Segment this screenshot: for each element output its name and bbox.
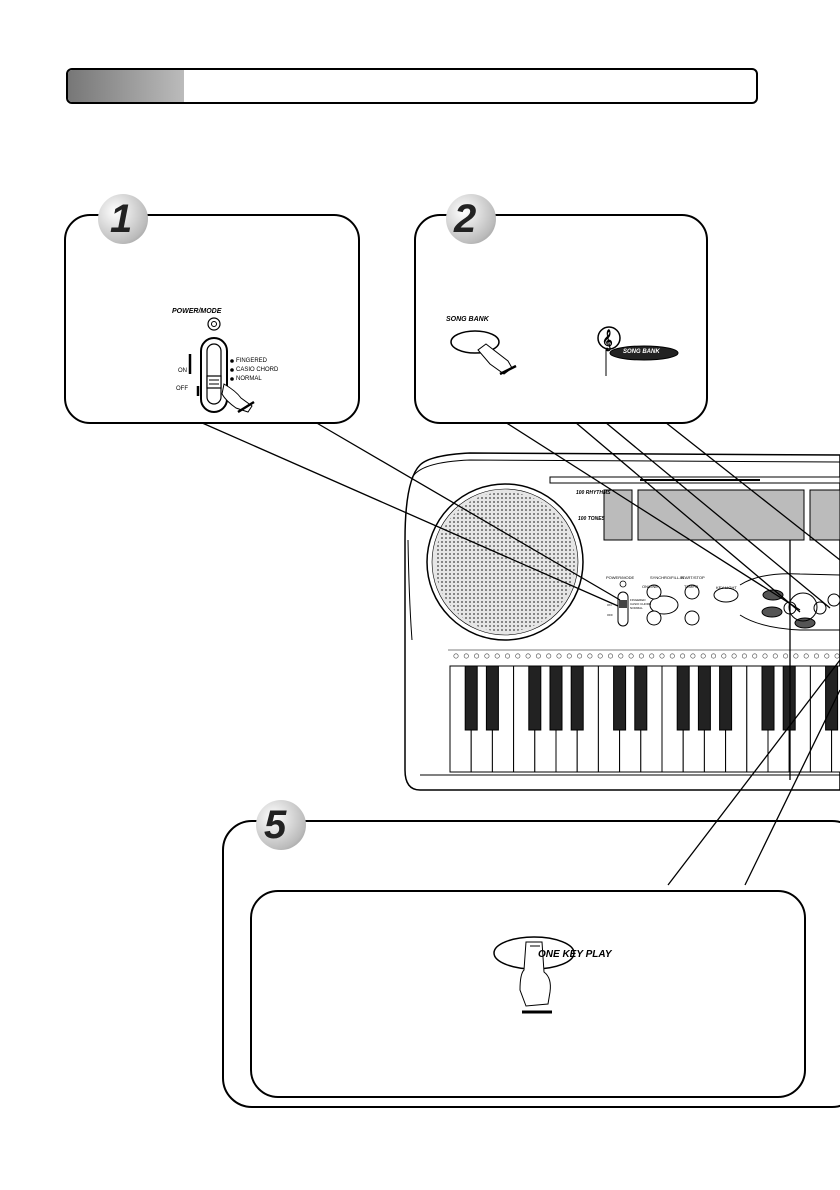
power-switch-diagram	[188, 317, 255, 414]
step-5-number: 5	[264, 803, 287, 847]
tone-icon	[525, 653, 531, 659]
tone-icon	[494, 653, 500, 659]
kbd-mode-casio: CASIO CHORD	[630, 602, 652, 606]
tone-icon	[824, 653, 830, 659]
control-buttons	[646, 573, 840, 631]
tone-icon	[731, 653, 737, 659]
tone-icon	[710, 653, 716, 659]
black-key	[761, 665, 775, 731]
tone-icon	[793, 653, 799, 659]
black-key	[634, 665, 648, 731]
svg-text:𝄞: 𝄞	[602, 330, 613, 352]
step-1-badge	[98, 194, 148, 244]
tone-icon	[504, 653, 510, 659]
black-key	[485, 665, 499, 731]
tone-icon	[783, 653, 789, 659]
black-key	[782, 665, 796, 731]
section-header-bar	[66, 68, 758, 104]
tone-icon	[566, 653, 572, 659]
black-key	[528, 665, 542, 731]
mode-normal: NORMAL	[236, 376, 262, 382]
kbd-power-mode-label: POWER/MODE	[606, 575, 635, 580]
step-1-number: 1	[110, 197, 133, 241]
tone-icon	[587, 653, 593, 659]
black-key	[676, 665, 690, 731]
tone-icon	[628, 653, 634, 659]
song-bank-button-label: SONG BANK	[446, 316, 489, 323]
tone-icon	[669, 653, 675, 659]
song-bank-indicator-label: SONG BANK	[623, 349, 660, 355]
black-key	[464, 665, 478, 731]
power-mode-title: POWER/MODE	[172, 308, 222, 315]
tone-icon	[803, 653, 809, 659]
tone-icon	[659, 653, 665, 659]
speaker-grille	[426, 483, 584, 641]
tone-icon	[463, 653, 469, 659]
tone-icon	[556, 653, 562, 659]
tone-icon	[721, 653, 727, 659]
tone-icon	[772, 653, 778, 659]
kbd-mode-normal: NORMAL	[630, 606, 643, 610]
tone-icon	[752, 653, 758, 659]
step-2-badge	[446, 194, 496, 244]
black-key	[613, 665, 627, 731]
kbd-key-light-label: KEY LIGHT	[716, 585, 737, 590]
tone-icon	[762, 653, 768, 659]
tone-icon	[700, 653, 706, 659]
step-1-panel: POWER/MODE ON OFF FINGERED CASIO CHORD N…	[64, 214, 360, 424]
kbd-mode-fingered: FINGERED	[630, 598, 646, 602]
tone-icon	[690, 653, 696, 659]
step-2-number: 2	[454, 197, 477, 241]
tone-icon	[741, 653, 747, 659]
on-label: ON	[178, 368, 187, 374]
kbd-online-label: ON/LINE	[642, 584, 659, 589]
mode-casio-chord: CASIO CHORD	[236, 367, 279, 373]
kbd-switch-on: ON	[607, 603, 612, 607]
tone-icon	[618, 653, 624, 659]
kbd-tempo-label: TEMPO	[684, 584, 699, 589]
one-key-play-label: ONE KEY PLAY	[538, 949, 612, 960]
tone-icon	[680, 653, 686, 659]
tone-icon	[607, 653, 613, 659]
tone-icon-strip	[448, 649, 840, 659]
tones-label: 100 TONES	[578, 516, 605, 522]
black-key	[719, 665, 733, 731]
tone-icon	[474, 653, 480, 659]
tone-icon	[453, 653, 459, 659]
tone-icon	[834, 653, 840, 659]
one-key-play-diagram	[493, 936, 575, 1014]
one-key-play-panel: ONE KEY PLAY	[250, 890, 806, 1098]
tone-icon	[577, 653, 583, 659]
kbd-start-stop-label: START/STOP	[680, 575, 705, 580]
off-label: OFF	[176, 386, 188, 392]
tone-icon	[484, 653, 490, 659]
tone-icon	[638, 653, 644, 659]
rhythms-label: 100 RHYTHMS	[576, 490, 611, 496]
kbd-synchro-label: SYNCHRO/FILL-IN	[650, 575, 685, 580]
step-5-panel	[222, 820, 840, 1108]
keyboard-power-switch	[617, 580, 629, 627]
black-key	[549, 665, 563, 731]
tone-icon	[813, 653, 819, 659]
tone-icon	[649, 653, 655, 659]
song-bank-diagram: 𝄞	[450, 326, 679, 376]
callout-pointers	[199, 421, 840, 886]
kbd-switch-off: OFF	[607, 613, 613, 617]
mode-fingered: FINGERED	[236, 358, 268, 364]
step-5-badge	[256, 800, 306, 850]
black-key	[570, 665, 584, 731]
tone-icon	[597, 653, 603, 659]
tone-icon	[546, 653, 552, 659]
header-tab	[68, 70, 184, 102]
tone-icon	[515, 653, 521, 659]
black-key	[697, 665, 711, 731]
step-2-panel: 𝄞 SONG BANK SONG BANK	[414, 214, 708, 424]
piano-keys	[449, 665, 840, 773]
tone-icon	[535, 653, 541, 659]
